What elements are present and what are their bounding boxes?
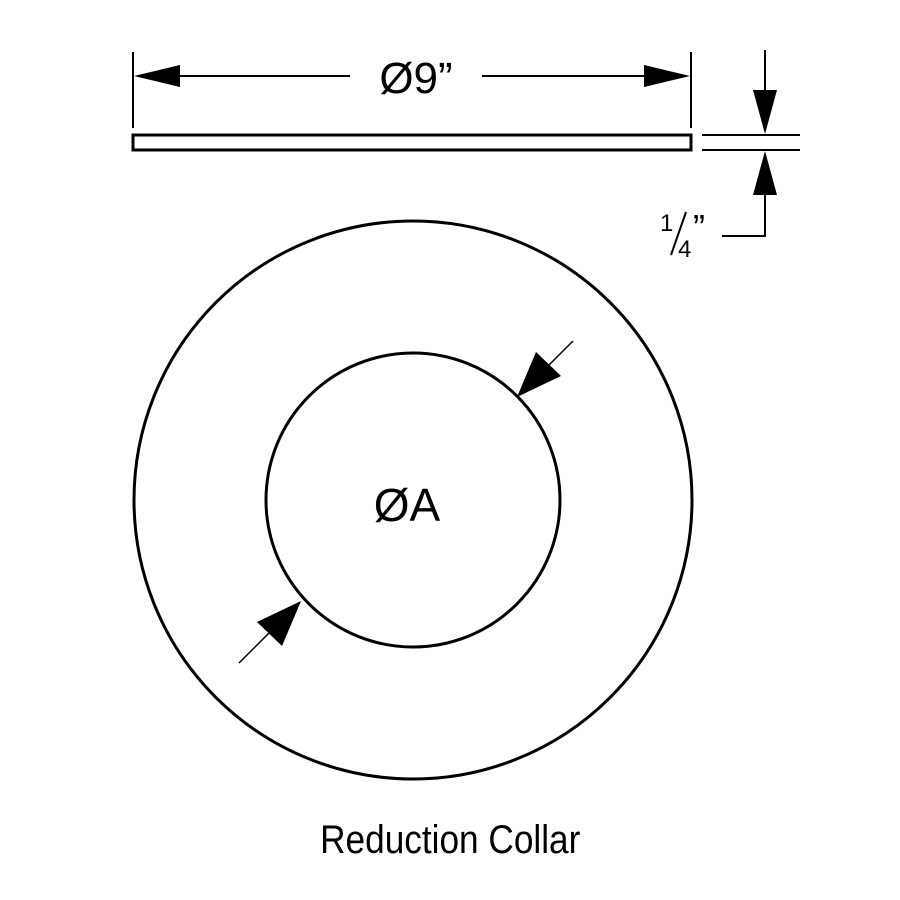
inner-diameter-label: ØA <box>374 479 441 531</box>
fraction-slash <box>670 211 687 256</box>
thickness-inch-mark: ” <box>693 207 705 248</box>
thickness-dimension-label: 1 4 ” <box>660 207 705 263</box>
inner-circle <box>264 351 562 649</box>
inner-diameter-arrow-bottom <box>257 601 301 646</box>
collar-side-profile <box>131 133 693 152</box>
inner-diameter-leader-bottom <box>238 601 301 664</box>
thickness-dimension <box>722 50 777 237</box>
drawing-caption: Reduction Collar <box>320 818 581 862</box>
width-dimension-line <box>134 65 690 87</box>
thickness-arrow-down <box>753 90 777 134</box>
thickness-numerator: 1 <box>660 210 673 237</box>
inner-diameter-leader-top <box>517 340 574 397</box>
thickness-arrow-up <box>753 151 777 195</box>
width-dimension-label: Ø9” <box>379 54 452 103</box>
thickness-denominator: 4 <box>678 236 691 263</box>
inner-diameter-arrow-top <box>517 352 561 397</box>
outer-circle <box>132 219 694 781</box>
width-arrow-right <box>644 65 690 87</box>
width-arrow-left <box>134 65 180 87</box>
